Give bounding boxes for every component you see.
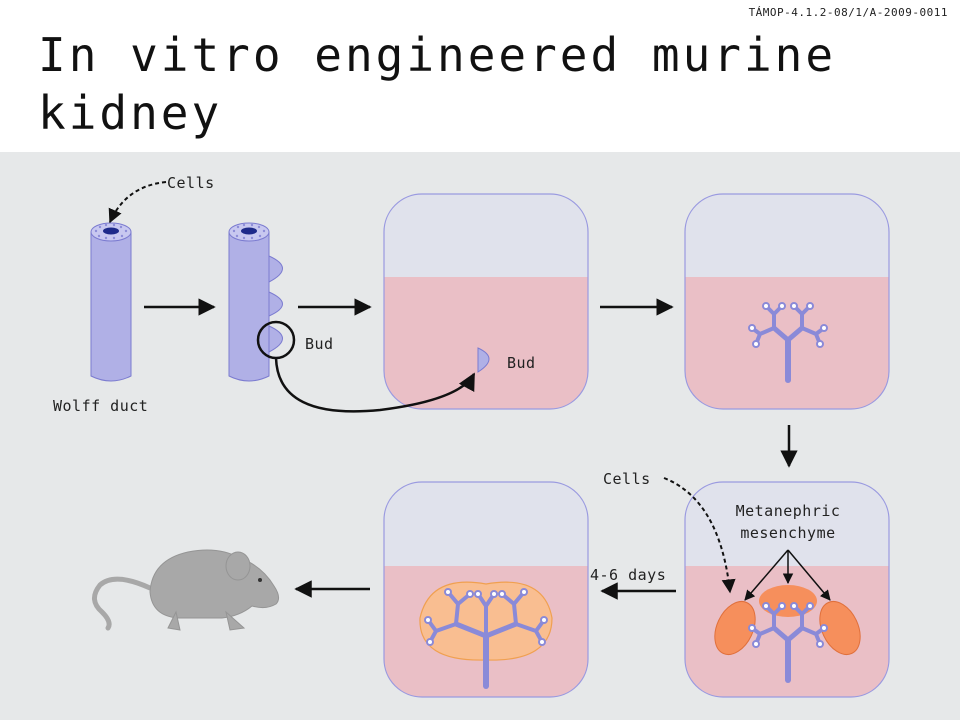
- slide-title: In vitro engineered murine kidney: [38, 28, 837, 140]
- culture-dish-kidney: [383, 481, 589, 698]
- metanephric-label-line2: mesenchyme: [740, 524, 835, 542]
- culture-dish-mesenchyme: [684, 481, 890, 698]
- cells-label-top: Cells: [167, 174, 215, 192]
- wolff-duct: [90, 222, 132, 382]
- mouse-icon: [92, 549, 280, 631]
- cells-arrow-top: [108, 181, 167, 224]
- mesenchyme-blob-left: [714, 601, 756, 655]
- arrow-icon: [144, 298, 798, 600]
- culture-dish-branching: [684, 193, 890, 410]
- wolff-duct-label: Wolff duct: [53, 397, 148, 415]
- bud-label-dish: Bud: [507, 354, 536, 372]
- bud-transfer-arrow: [274, 357, 476, 413]
- isolated-bud: [477, 347, 490, 373]
- slide-code: TÁMOP-4.1.2-08/1/A-2009-0011: [748, 6, 948, 19]
- mesenchyme-blob-right: [819, 601, 861, 655]
- culture-dish-bud: [383, 193, 589, 410]
- days-label: 4-6 days: [590, 566, 666, 584]
- wolff-duct-with-buds: [228, 222, 296, 382]
- mesenchyme-blob-center: [759, 585, 817, 617]
- cells-label-mid: Cells: [603, 470, 651, 488]
- bud-label-circle: Bud: [305, 335, 334, 353]
- metanephric-label-line1: Metanephric: [736, 502, 841, 520]
